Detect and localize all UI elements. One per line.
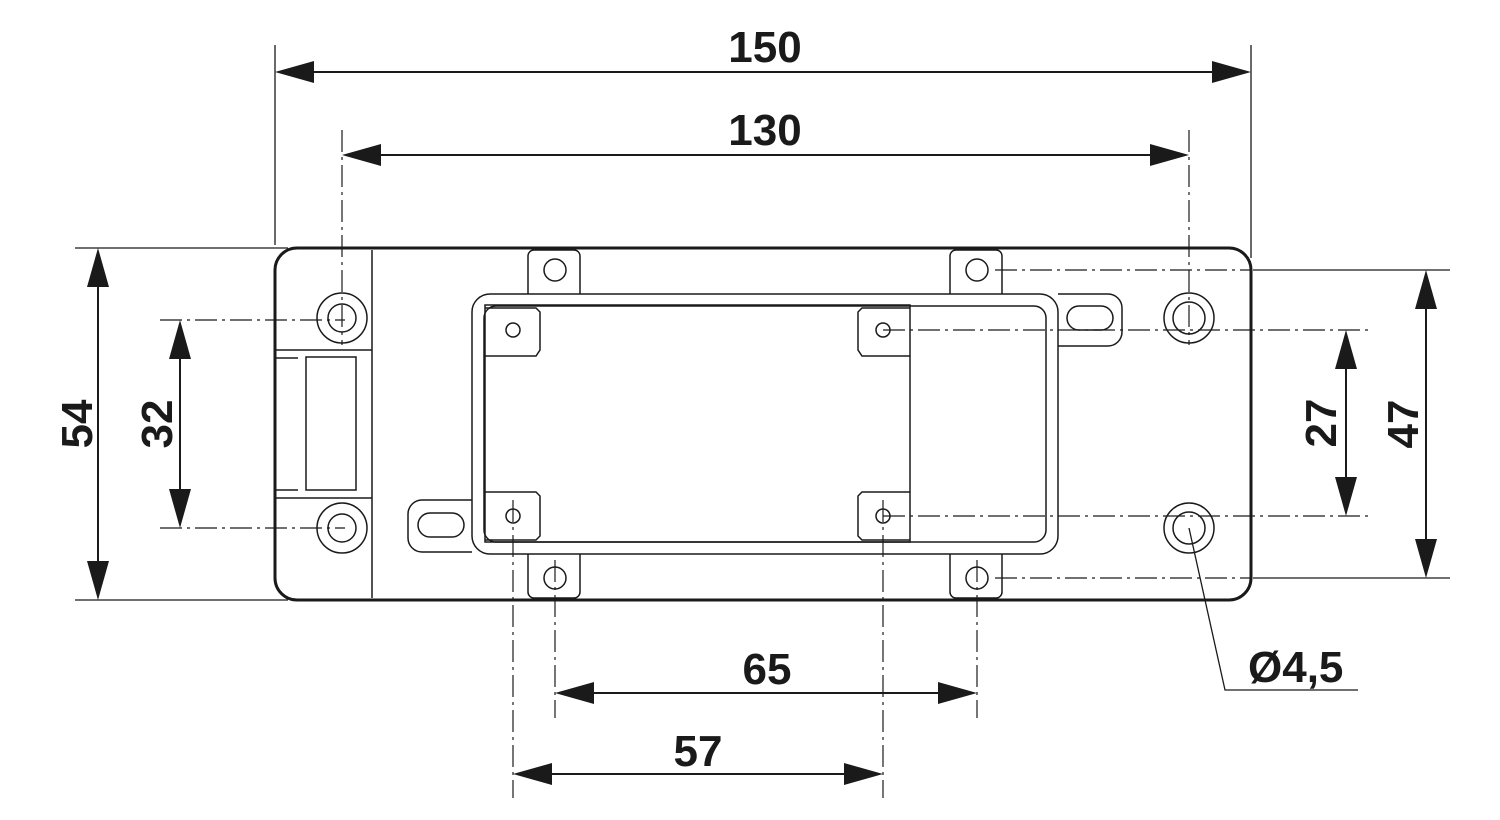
dimension-47: 47 [1379, 270, 1437, 578]
dimension-label-130: 130 [728, 106, 801, 155]
center-lines [160, 130, 1368, 798]
dimension-label-32: 32 [133, 400, 182, 449]
left-slot-tab [407, 499, 472, 553]
dimension-label-54: 54 [53, 399, 102, 448]
bottom-right-ear [949, 554, 1003, 599]
dimension-label-65: 65 [743, 645, 792, 694]
dimension-65: 65 [555, 645, 977, 704]
right-bottom-hole [1163, 502, 1215, 554]
dimension-label-57: 57 [674, 727, 723, 776]
bottom-left-ear [527, 554, 581, 599]
dimension-54: 54 [53, 248, 109, 600]
dimension-32: 32 [133, 320, 191, 528]
housing-flange [471, 293, 1059, 555]
base-plate [273, 246, 1253, 602]
dimension-27: 27 [1297, 330, 1357, 516]
left-clamp-block [276, 349, 372, 499]
dimension-130: 130 [342, 106, 1189, 166]
dimension-label-47: 47 [1379, 400, 1428, 449]
dimension-150: 150 [275, 23, 1251, 83]
top-left-ear [527, 249, 581, 294]
dimension-label-150: 150 [728, 23, 801, 72]
right-slot-tab [1058, 293, 1123, 347]
dimension-diameter: Ø4,5 [1188, 527, 1358, 692]
inner-plate [484, 304, 911, 543]
dimension-57: 57 [513, 727, 883, 785]
extension-lines [75, 45, 1450, 601]
dimension-label-diameter: Ø4,5 [1248, 643, 1343, 692]
top-right-ear [949, 249, 1003, 294]
dimension-label-27: 27 [1297, 399, 1346, 448]
